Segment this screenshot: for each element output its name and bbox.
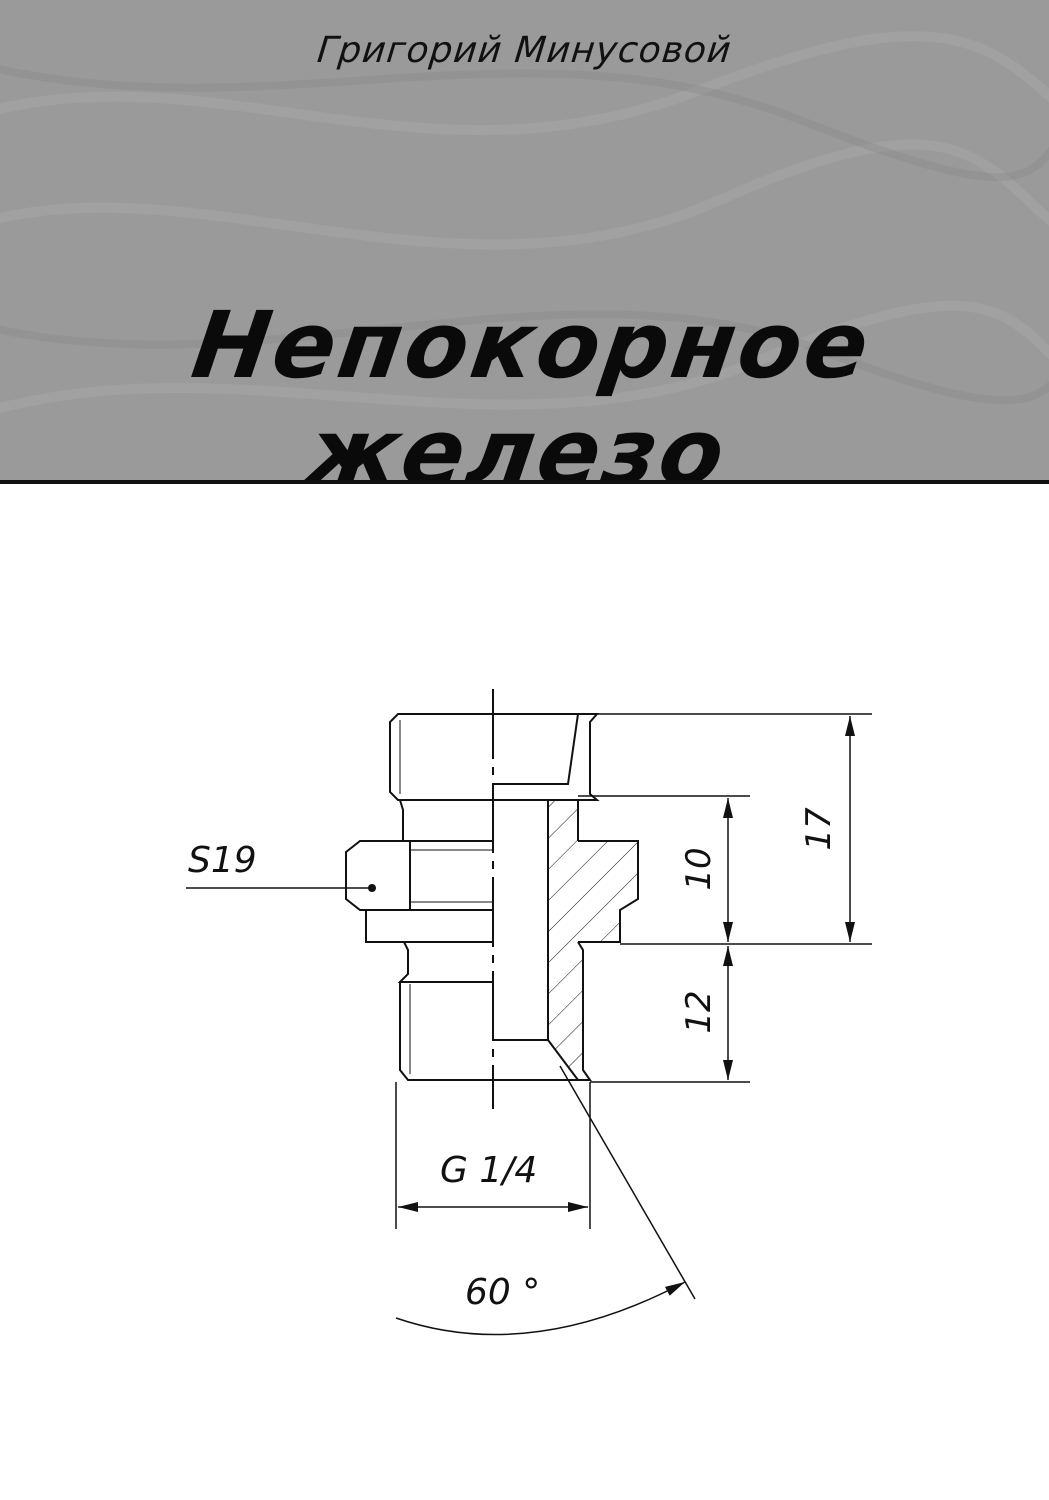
author-name: Григорий Минусовой xyxy=(315,30,734,71)
hex-size-label: S19 xyxy=(188,840,257,881)
dimension-17-label: 17 xyxy=(799,807,839,851)
dimension-10-label: 10 xyxy=(679,847,719,890)
dimension-12-label: 12 xyxy=(679,990,719,1033)
angle-label: 60 ° xyxy=(465,1272,540,1313)
section-hatching xyxy=(548,800,638,1080)
thread-dimension: G 1/4 xyxy=(395,1082,591,1229)
book-title: Непокорное железо xyxy=(186,292,878,484)
thread-label: G 1/4 xyxy=(440,1150,537,1191)
dimension-12: 12 xyxy=(590,946,750,1083)
metal-texture xyxy=(0,31,1049,414)
dimension-17: 17 xyxy=(597,713,872,945)
angle-dimension: 60 ° xyxy=(395,1065,696,1336)
hex-size-callout: S19 xyxy=(186,840,376,892)
technical-drawing: S19 17 10 12 G 1/4 60 ° xyxy=(186,689,872,1336)
cover-header: Григорий Минусовой Непокорное железо xyxy=(0,0,1049,484)
dimension-10: 10 xyxy=(578,795,750,942)
